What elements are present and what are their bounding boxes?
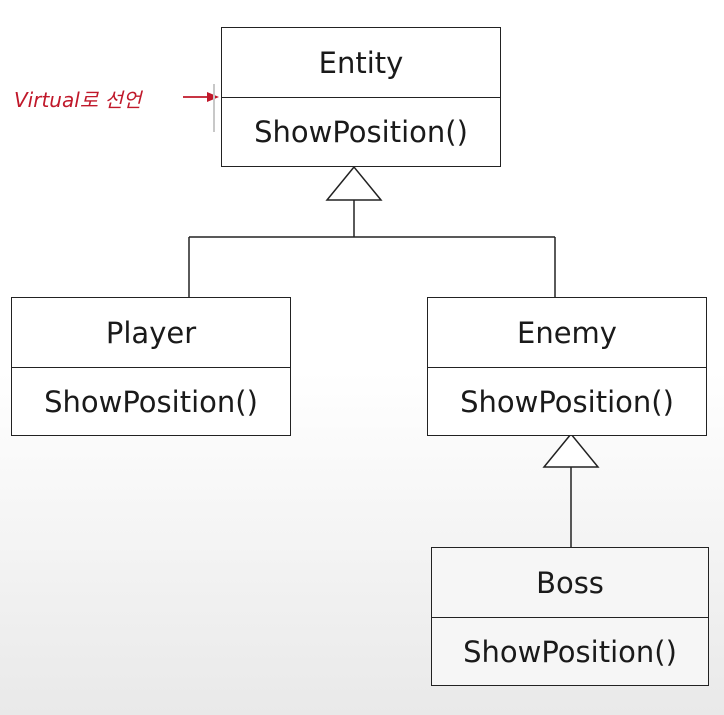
class-boss-method: ShowPosition() bbox=[432, 617, 708, 685]
enemy-generalization-arrowhead bbox=[542, 432, 600, 468]
class-entity: Entity ShowPosition() bbox=[221, 27, 501, 167]
class-boss: Boss ShowPosition() bbox=[431, 547, 709, 686]
class-player-name: Player bbox=[105, 315, 197, 350]
virtual-annotation: Virtual로 선언 bbox=[14, 88, 142, 112]
class-player-method: ShowPosition() bbox=[12, 367, 290, 435]
class-entity-name: Entity bbox=[318, 45, 404, 80]
class-boss-name: Boss bbox=[536, 565, 604, 600]
entity-generalization-arrowhead bbox=[325, 165, 383, 201]
class-enemy-method: ShowPosition() bbox=[428, 367, 706, 435]
annotation-guide-rule bbox=[213, 84, 215, 132]
class-enemy-name: Enemy bbox=[517, 315, 617, 350]
class-entity-method: ShowPosition() bbox=[222, 97, 500, 166]
class-player: Player ShowPosition() bbox=[11, 297, 291, 436]
class-enemy: Enemy ShowPosition() bbox=[427, 297, 707, 436]
